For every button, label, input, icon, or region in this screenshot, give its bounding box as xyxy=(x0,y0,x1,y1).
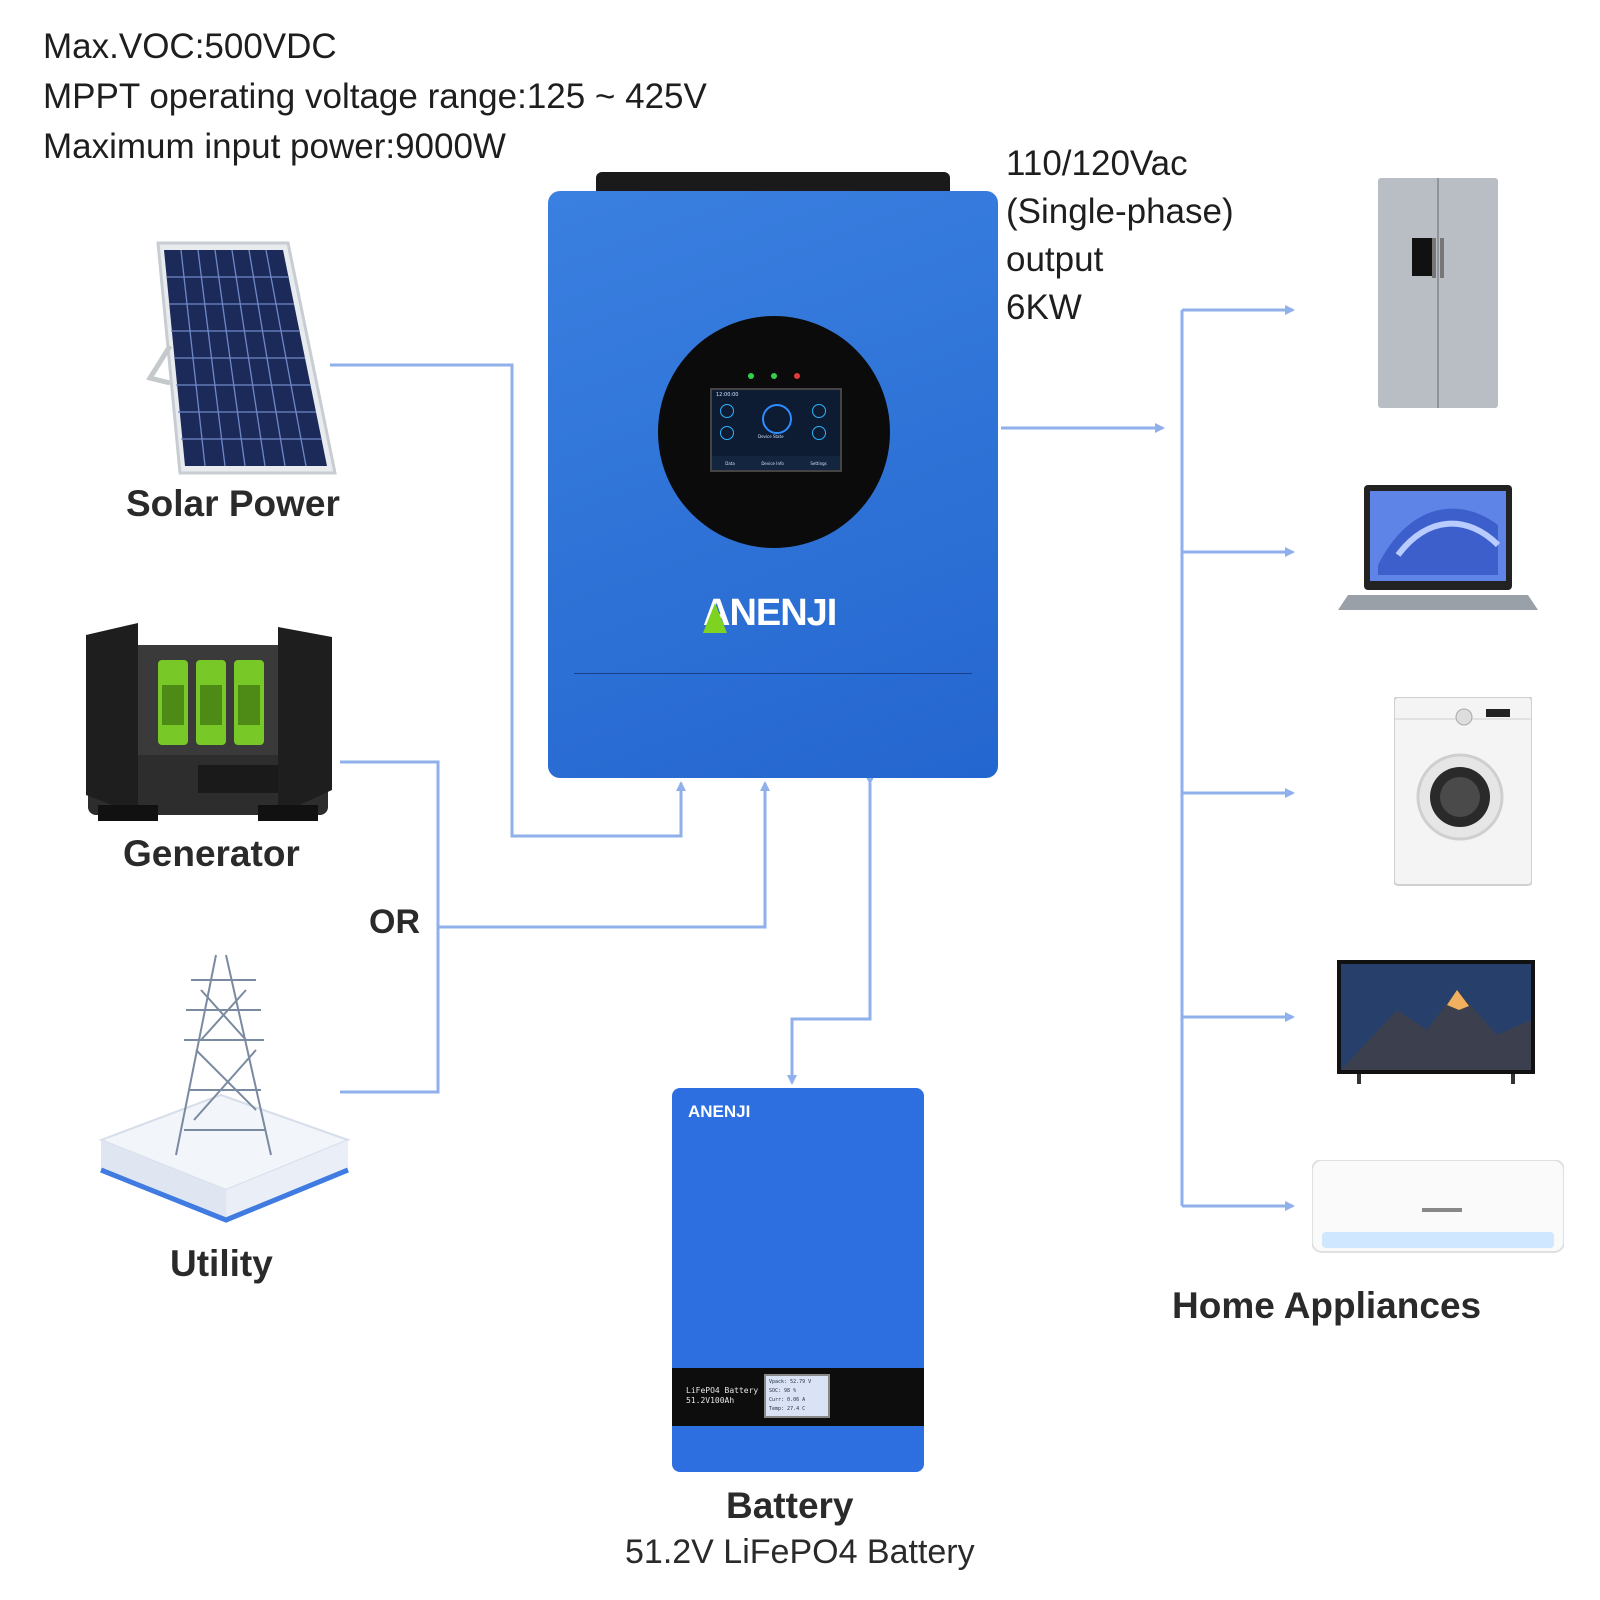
screen-icon-battery xyxy=(720,426,734,440)
battery-panel-capacity: 51.2V100Ah xyxy=(686,1396,735,1405)
spec-max-voc: Max.VOC:500VDC xyxy=(43,27,337,66)
inverter-top-terminals xyxy=(596,172,950,194)
screen-tab-data[interactable]: Data xyxy=(725,460,735,466)
battery-unit: ANENJI LiFePO4 Battery 51.2V100Ah Vpack:… xyxy=(672,1088,924,1472)
status-led-green xyxy=(771,373,777,379)
home-appliances-label: Home Appliances xyxy=(1172,1285,1482,1326)
utility-tower-icon xyxy=(98,954,351,1223)
inverter: 12:00:00 Device State Data Device Info S… xyxy=(548,172,998,778)
solar-panel-icon xyxy=(146,241,337,475)
battery-panel: LiFePO4 Battery 51.2V100Ah Vpack: 52.79 … xyxy=(672,1368,924,1426)
output-phase: (Single-phase) xyxy=(1006,192,1234,231)
battery-panel-type: LiFePO4 Battery xyxy=(686,1386,759,1395)
brand-logo-accent xyxy=(703,603,727,633)
grid-wire xyxy=(438,781,770,929)
or-label: OR xyxy=(369,903,420,941)
battery-lcd: Vpack: 52.79 V SOC: 98 % Curr: 0.06 A Te… xyxy=(764,1374,830,1418)
solar-label: Solar Power xyxy=(126,483,340,524)
screen-tab-device-info[interactable]: Device Info xyxy=(761,460,784,466)
lcd-current: Curr: 0.06 A xyxy=(769,1397,806,1403)
inverter-divider xyxy=(574,673,972,674)
screen-icon-pv xyxy=(720,404,734,418)
inverter-display-bezel: 12:00:00 Device State Data Device Info S… xyxy=(658,316,890,548)
spec-max-input-power: Maximum input power:9000W xyxy=(43,127,506,166)
screen-tab-bar: Data Device Info Settings xyxy=(712,456,840,470)
lcd-soc: SOC: 98 % xyxy=(769,1388,797,1394)
battery-sublabel: 51.2V LiFePO4 Battery xyxy=(625,1533,975,1571)
battery-wire xyxy=(787,775,875,1085)
screen-icon-grid xyxy=(812,404,826,418)
generator-label: Generator xyxy=(123,833,300,874)
screen-center-label: Device State xyxy=(758,434,784,439)
screen-icon-load xyxy=(812,426,826,440)
television-icon xyxy=(1337,960,1535,1084)
lcd-temperature: Temp: 27.4 C xyxy=(769,1406,806,1412)
battery-label: Battery xyxy=(726,1485,854,1526)
air-conditioner-icon xyxy=(1312,1160,1564,1253)
output-power: 6KW xyxy=(1006,288,1082,327)
output-voltage: 110/120Vac xyxy=(1006,144,1188,183)
generator-icon xyxy=(86,623,332,821)
spec-mppt-range: MPPT operating voltage range:125 ~ 425V xyxy=(43,77,707,116)
utility-label: Utility xyxy=(170,1243,273,1284)
touch-screen[interactable]: 12:00:00 Device State Data Device Info S… xyxy=(710,388,842,472)
lcd-voltage: Vpack: 52.79 V xyxy=(769,1379,812,1385)
screen-center-ring xyxy=(762,404,792,434)
solar-wire xyxy=(330,363,686,838)
output-spec: 110/120Vac (Single-phase) output 6KW xyxy=(1006,140,1234,332)
refrigerator-icon xyxy=(1378,178,1498,408)
washing-machine-icon xyxy=(1394,697,1532,886)
output-label: output xyxy=(1006,240,1104,279)
screen-time: 12:00:00 xyxy=(716,392,739,398)
status-led-red xyxy=(794,373,800,379)
laptop-icon xyxy=(1338,485,1538,610)
screen-tab-settings[interactable]: Settings xyxy=(810,460,827,466)
battery-brand-logo: ANENJI xyxy=(688,1102,751,1121)
status-led-green xyxy=(748,373,754,379)
